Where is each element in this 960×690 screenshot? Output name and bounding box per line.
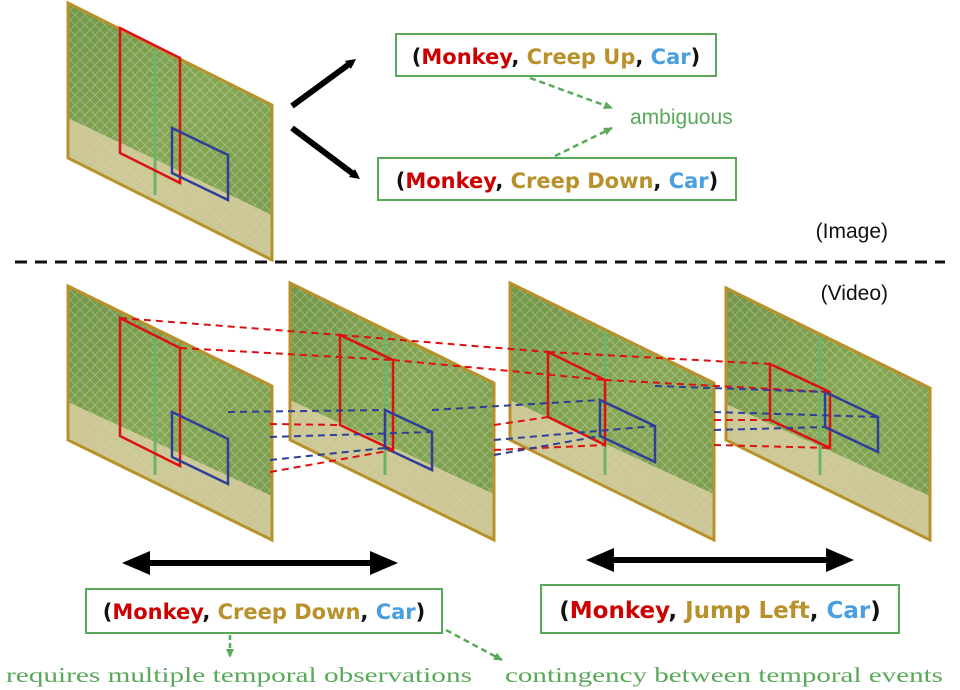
triplet-box-creep-up (395, 33, 717, 77)
triplet-box-video-creep-down (85, 588, 443, 634)
temporal-extent-arrow-right (586, 548, 854, 572)
video-frame-4 (724, 285, 932, 543)
video-frame-1 (66, 283, 274, 543)
image-frame (66, 0, 274, 263)
subject-box (118, 25, 182, 186)
image-section-label: (Image) (816, 220, 888, 243)
ambiguous-label: ambiguous (630, 106, 733, 129)
video-frame-2 (288, 280, 496, 543)
video-frame-3 (508, 280, 716, 543)
triplet-creep-up: (Monkey, Creep Up, Car) (412, 45, 700, 69)
object-box (170, 126, 230, 202)
ambiguous-arrow-top (529, 76, 613, 110)
triplet-creep-down: (Monkey, Creep Down, Car) (396, 169, 719, 193)
tracking-lines (119, 317, 879, 473)
temporal-extent-arrow-left (122, 551, 398, 575)
triplet-video-creep-down: (Monkey, Creep Down, Car) (103, 600, 426, 624)
ambiguous-arrow-bottom (554, 126, 613, 158)
video-section-label: (Video) (821, 282, 888, 305)
triplet-box-creep-down (377, 157, 737, 201)
arrow-down (290, 125, 360, 179)
triplet-box-video-jump-left (540, 584, 900, 634)
note-arrow-right (445, 628, 503, 662)
note-multiple-observations: requires multiple temporal observations (6, 663, 472, 687)
note-contingency: contingency between temporal events (505, 663, 943, 687)
triplet-video-jump-left: (Monkey, Jump Left, Car) (559, 598, 880, 624)
arrow-up (290, 59, 357, 109)
